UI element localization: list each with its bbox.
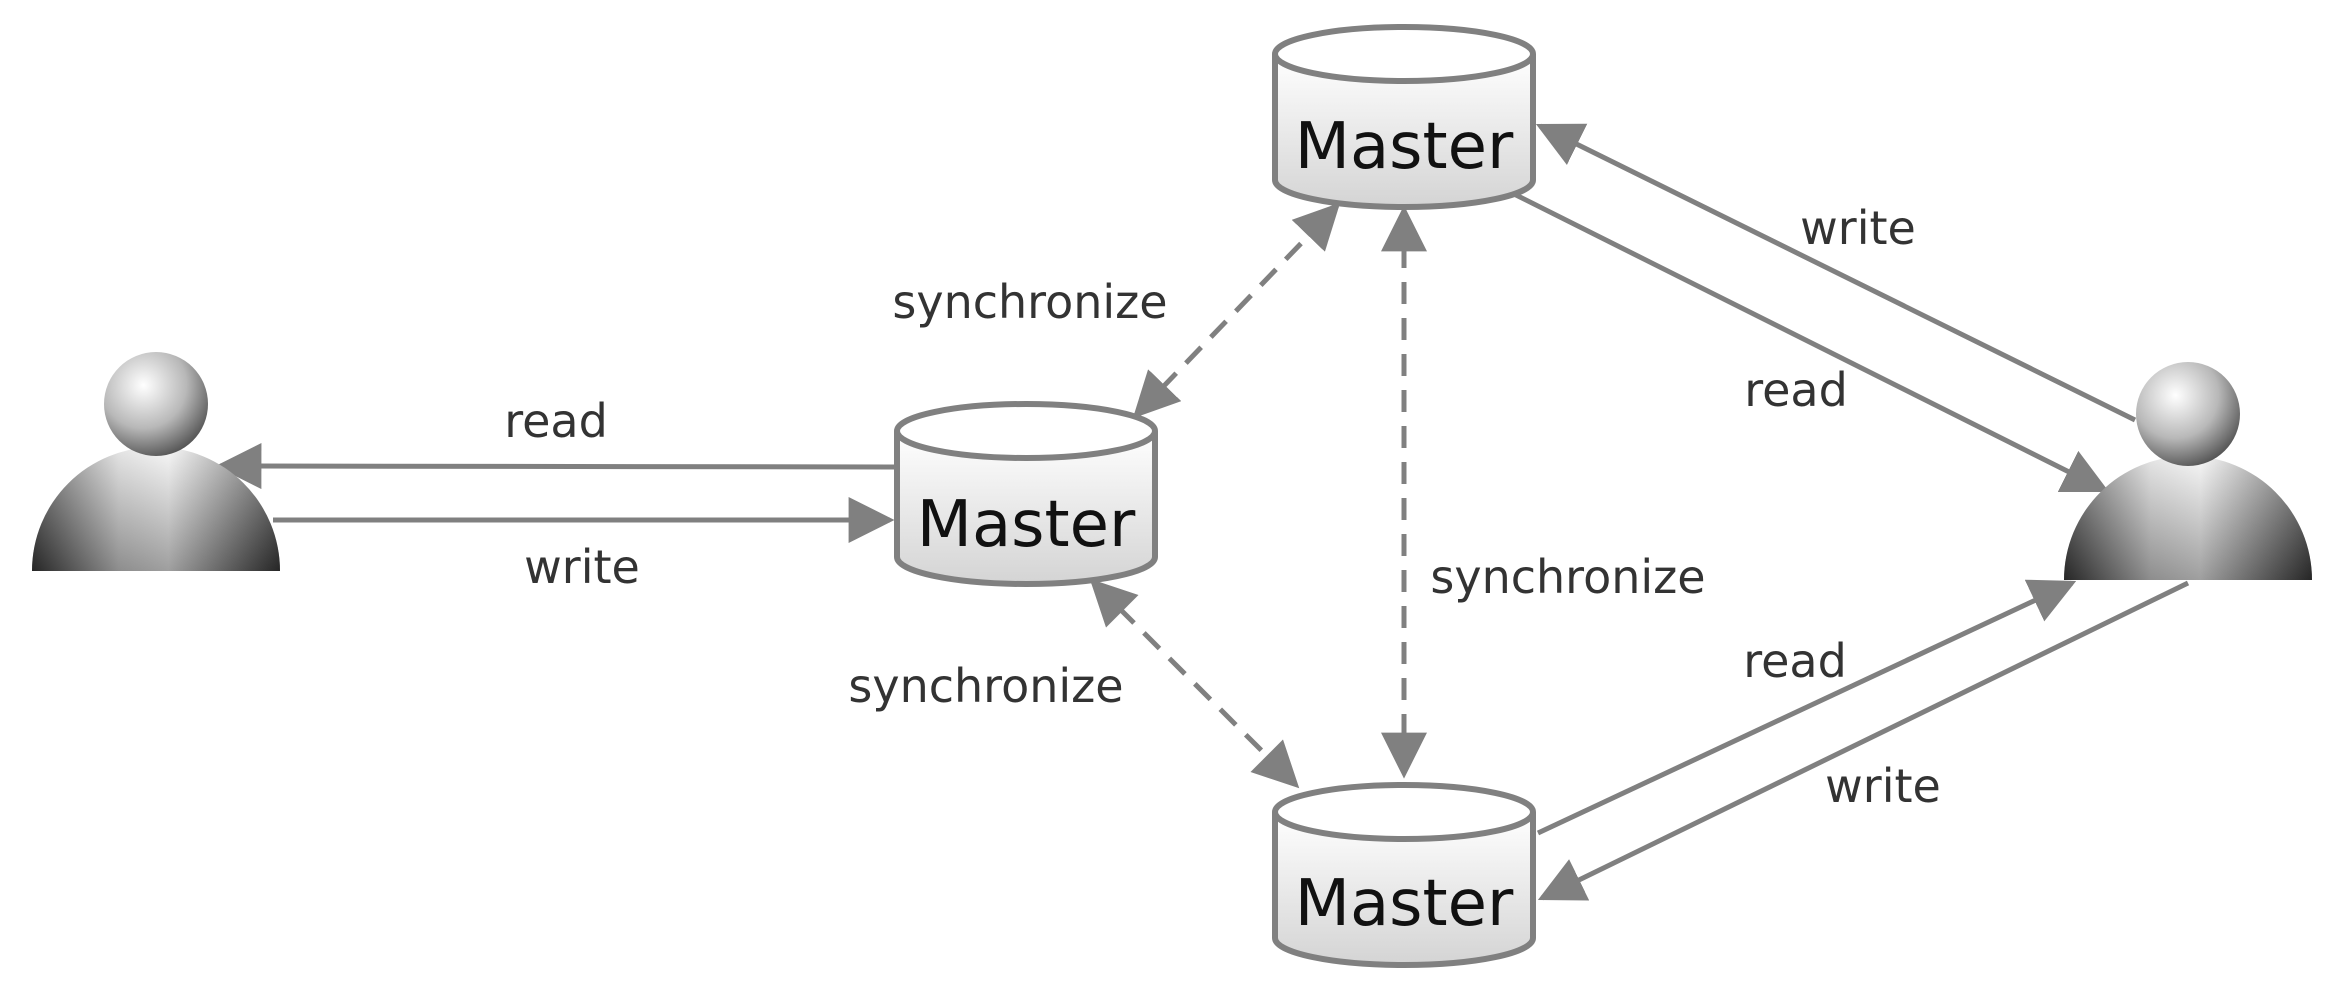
edge-labels: read write write read read write synchro… [504, 201, 1941, 813]
database-icon [1272, 782, 1536, 968]
master-bottom-label: Master [1295, 867, 1514, 941]
label-left-write: write [524, 540, 640, 594]
user-left [32, 352, 280, 571]
label-bottom-right-read: read [1743, 634, 1847, 688]
master-middle-label: Master [917, 488, 1136, 562]
label-sync-middle-top: synchronize [892, 275, 1167, 329]
label-bottom-right-write: write [1825, 759, 1941, 813]
edge-bottom-right-read [1536, 579, 2077, 836]
edge-top-right-read [1510, 190, 2110, 493]
user-icon [32, 352, 280, 571]
master-bottom: Master [1272, 782, 1536, 968]
edge-sync-middle-bottom [1089, 578, 1300, 789]
edges [215, 123, 2190, 901]
edge-top-right-write [1535, 123, 2137, 423]
database-icon [1272, 24, 1536, 210]
label-sync-middle-bottom: synchronize [848, 659, 1123, 713]
label-left-read: read [504, 394, 608, 448]
user-right [2064, 362, 2312, 580]
edge-bottom-right-write [1537, 580, 2190, 901]
database-icon [894, 401, 1158, 587]
master-top: Master [1272, 24, 1536, 210]
user-icon [2064, 362, 2312, 580]
edge-left-read [215, 443, 895, 490]
label-top-right-write: write [1800, 201, 1916, 255]
master-top-label: Master [1295, 110, 1514, 184]
master-middle: Master [894, 401, 1158, 587]
label-top-right-read: read [1744, 363, 1848, 417]
edge-sync-middle-top [1132, 202, 1341, 419]
label-sync-top-bottom: synchronize [1430, 550, 1705, 604]
